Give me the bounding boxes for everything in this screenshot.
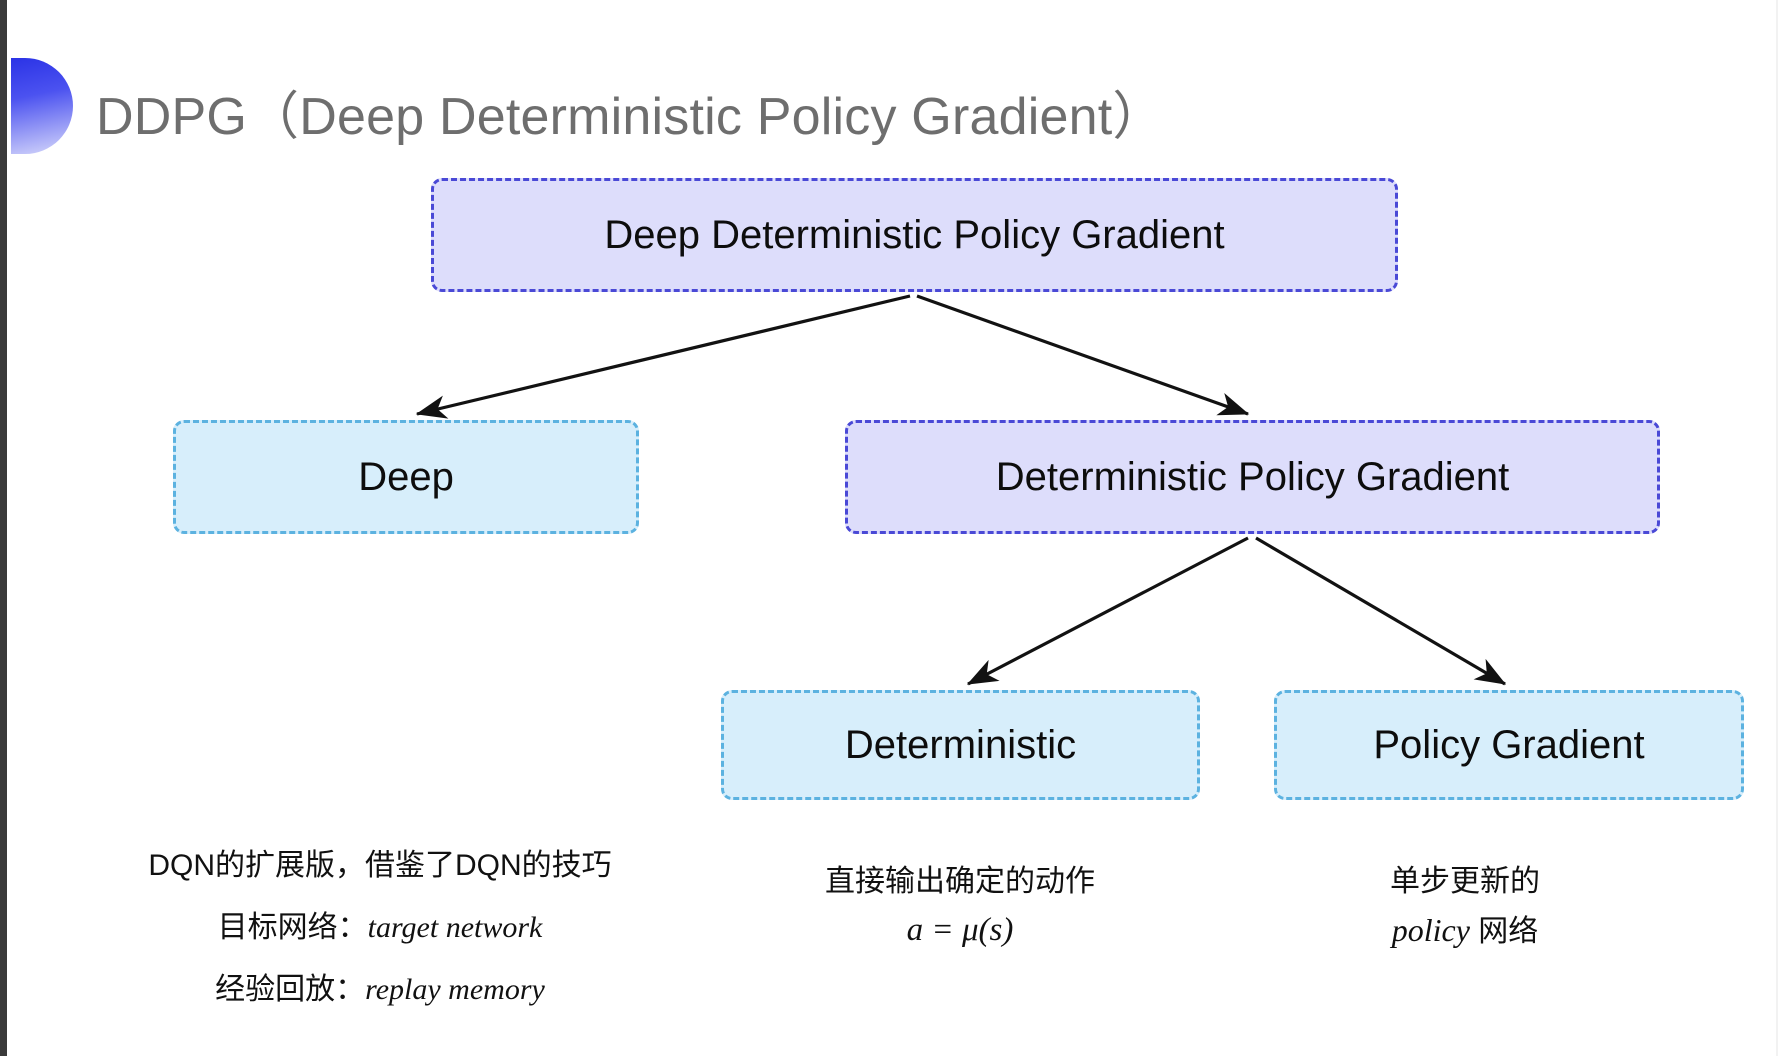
edge-dpg-to-deterministic (966, 536, 1249, 686)
slide-right-edge (1776, 0, 1778, 1056)
caption-policy-gradient-line-2: policy 网络 (1255, 906, 1675, 956)
caption-policy-gradient-suffix: 网络 (1469, 915, 1539, 948)
caption-deep-line-2-label: 目标网络： (217, 911, 368, 944)
edge-dpg-to-policy-gradient (1255, 536, 1507, 686)
node-root[interactable]: Deep Deterministic Policy Gradient (431, 178, 1398, 292)
caption-deterministic-formula: a = μ(s) (906, 912, 1014, 948)
edge-root-to-dpg (916, 294, 1250, 416)
caption-deep-line-3: 经验回放：replay memory (60, 959, 700, 1021)
caption-policy-gradient-term: policy (1391, 912, 1470, 948)
node-deep[interactable]: Deep (173, 420, 639, 534)
caption-deep: DQN的扩展版，借鉴了DQN的技巧 目标网络：target network 经验… (60, 835, 700, 1021)
page-title: DDPG（Deep Deterministic Policy Gradient） (96, 88, 1165, 146)
caption-deterministic-line-1: 直接输出确定的动作 (825, 865, 1095, 898)
half-circle-decoration-icon (11, 58, 73, 154)
node-deterministic[interactable]: Deterministic (721, 690, 1200, 800)
caption-policy-gradient-line-1: 单步更新的 (1390, 865, 1540, 898)
node-deterministic-policy-gradient[interactable]: Deterministic Policy Gradient (845, 420, 1660, 534)
node-policy-gradient[interactable]: Policy Gradient (1274, 690, 1744, 800)
edge-root-to-deep (415, 294, 911, 419)
caption-deterministic: 直接输出确定的动作 a = μ(s) (720, 858, 1200, 954)
slide-left-edge (0, 0, 7, 1056)
caption-deep-line-3-label: 经验回放： (215, 973, 366, 1006)
caption-deep-line-1: DQN的扩展版，借鉴了DQN的技巧 (148, 849, 612, 882)
caption-deep-line-2: 目标网络：target network (60, 897, 700, 959)
caption-deep-line-2-term: target network (367, 911, 543, 944)
caption-deep-line-3-term: replay memory (365, 973, 545, 1006)
caption-policy-gradient: 单步更新的 policy 网络 (1255, 858, 1675, 956)
